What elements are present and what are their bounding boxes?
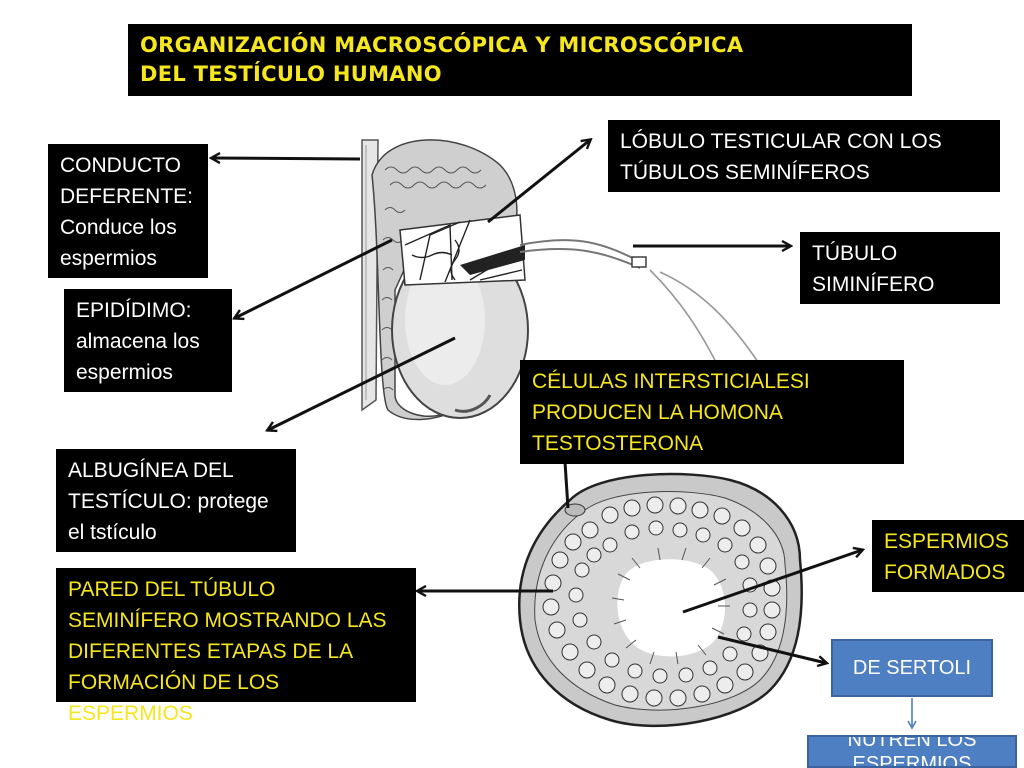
pared-line-2: SEMINÍFERO MOSTRANDO LAS [68,609,387,632]
arrow-sertoli [717,635,826,663]
label-sertoli: DE SERTOLI [831,639,993,697]
conducto-line-1: CONDUCTO [60,154,181,177]
epididimo-line-1: EPIDÍDIMO: [76,299,192,322]
label-lobulo: LÓBULO TESTICULAR CON LOS TÚBULOS SEMINÍ… [608,120,1000,192]
label-celulas-intersticiales: CÉLULAS INTERSTICIALESI PRODUCEN LA HOMO… [520,360,904,464]
nutren-line-1: NUTREN LOS [847,735,977,751]
tubulo-line-1: TÚBULO [812,242,898,265]
conducto-line-2: DEFERENTE: [60,185,194,208]
celulas-line-1: CÉLULAS INTERSTICIALESI [532,370,810,393]
tubule-cross-section [518,472,803,728]
pointer-arrows [212,140,862,663]
label-conducto-deferente: CONDUCTO DEFERENTE: Conduce los espermio… [48,144,208,278]
pared-line-1: PARED DEL TÚBULO [68,578,276,601]
testis-illustration [361,139,761,421]
title-line-1: ORGANIZACIÓN MACROSCÓPICA Y MICROSCÓPICA [140,33,744,57]
epididimo-line-2: almacena los [76,330,200,353]
arrow-conducto [212,158,361,159]
title-line-2: DEL TESTÍCULO HUMANO [140,62,442,86]
arrow-espermios [682,550,862,614]
arrow-epididimo [235,238,393,318]
albuginea-line-3: el tstículo [68,521,157,544]
sertoli-text: DE SERTOLI [852,657,972,679]
label-epididimo: EPIDÍDIMO: almacena los espermios [64,289,232,392]
lobulo-line-2: TÚBULOS SEMINÍFEROS [620,161,870,184]
celulas-line-3: TESTOSTERONA [532,432,704,455]
arrow-celulas [563,461,570,509]
lobulo-line-1: LÓBULO TESTICULAR CON LOS [620,130,942,153]
tubulo-line-2: SIMINÍFERO [812,273,935,296]
label-nutren: NUTREN LOS ESPERMIOS [807,735,1017,768]
arrow-lobulo [487,140,590,224]
epididimo-line-3: espermios [76,361,173,384]
espermios-line-1: ESPERMIOS [884,530,1009,553]
pared-line-3: DIFERENTES ETAPAS DE LA [68,640,354,663]
page-title: ORGANIZACIÓN MACROSCÓPICA Y MICROSCÓPICA… [128,24,912,96]
label-pared-tubulo: PARED DEL TÚBULO SEMINÍFERO MOSTRANDO LA… [56,568,416,725]
label-albuginea: ALBUGÍNEA DEL TESTÍCULO: protege el tstí… [56,449,296,552]
celulas-line-2: PRODUCEN LA HOMONA [532,401,783,424]
conducto-line-3: Conduce los [60,216,177,239]
label-tubulo: TÚBULO SIMINÍFERO [800,232,1000,304]
conducto-line-4: espermios [60,247,157,270]
albuginea-line-1: ALBUGÍNEA DEL [68,459,234,482]
espermios-line-2: FORMADOS [884,561,1006,584]
arrow-albuginea [268,336,456,430]
pared-line-4: FORMACIÓN DE LOS ESPERMIOS [68,671,280,725]
nutren-line-2: ESPERMIOS [852,753,972,768]
label-espermios-formados: ESPERMIOS FORMADOS [872,520,1024,592]
albuginea-line-2: TESTÍCULO: protege [68,490,269,513]
